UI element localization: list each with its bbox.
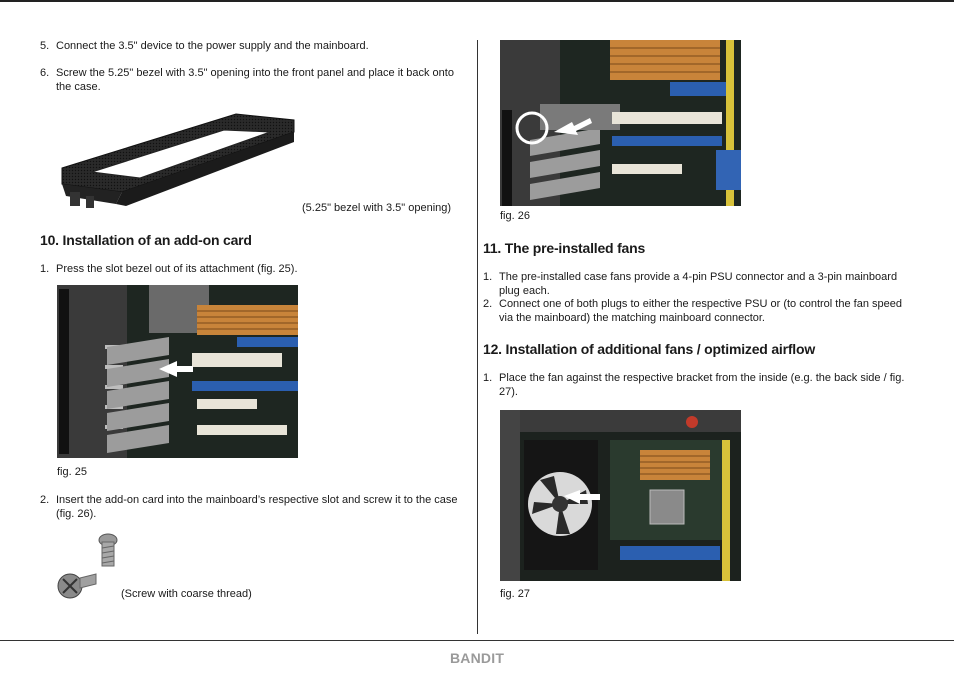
step-number: 2.	[40, 494, 50, 506]
step-text: Connect one of both plugs to either the …	[499, 298, 902, 324]
section-12-title: 12. Installation of additional fans / op…	[483, 341, 816, 357]
section-11-step-1: 1. The pre-installed case fans provide a…	[483, 270, 915, 298]
pci-slot-photo	[57, 285, 298, 458]
step-number: 1.	[483, 372, 493, 384]
section-12-step-1: 1. Place the fan against the respective …	[483, 371, 915, 399]
card-insert-photo	[500, 40, 741, 206]
step-number: 5.	[40, 40, 50, 52]
footer-brand: BANDIT	[450, 650, 505, 666]
section-11-step-2: 2. Connect one of both plugs to either t…	[483, 297, 915, 325]
step-number: 6.	[40, 67, 50, 79]
fig-26-caption: fig. 26	[500, 210, 530, 222]
section-11-title: 11. The pre-installed fans	[483, 240, 646, 256]
column-divider	[477, 40, 478, 634]
footer-rule	[0, 640, 954, 641]
screw-caption: (Screw with coarse thread)	[121, 588, 252, 600]
screw-photo	[56, 530, 126, 602]
step-text: Place the fan against the respective bra…	[499, 372, 905, 398]
step-5: 5. Connect the 3.5" device to the power …	[40, 39, 470, 53]
fan-install-photo	[500, 410, 741, 581]
step-number: 1.	[483, 271, 493, 283]
bezel-caption: (5.25" bezel with 3.5" opening)	[302, 202, 452, 214]
step-number: 1.	[40, 263, 50, 275]
step-number: 2.	[483, 298, 493, 310]
section-10-step-2: 2. Insert the add-on card into the mainb…	[40, 493, 470, 521]
step-text: Connect the 3.5" device to the power sup…	[56, 40, 369, 52]
bezel-photo	[56, 106, 300, 216]
fig-27-caption: fig. 27	[500, 588, 530, 600]
step-text: Insert the add-on card into the mainboar…	[56, 494, 458, 520]
fig-25-caption: fig. 25	[57, 466, 87, 478]
top-rule	[0, 0, 954, 2]
step-text: Screw the 5.25" bezel with 3.5" opening …	[56, 67, 454, 93]
step-text: Press the slot bezel out of its attachme…	[56, 263, 298, 275]
step-text: The pre-installed case fans provide a 4-…	[499, 271, 898, 297]
section-10-title: 10. Installation of an add-on card	[40, 232, 252, 248]
section-10-step-1: 1. Press the slot bezel out of its attac…	[40, 262, 470, 276]
step-6: 6. Screw the 5.25" bezel with 3.5" openi…	[40, 66, 470, 94]
